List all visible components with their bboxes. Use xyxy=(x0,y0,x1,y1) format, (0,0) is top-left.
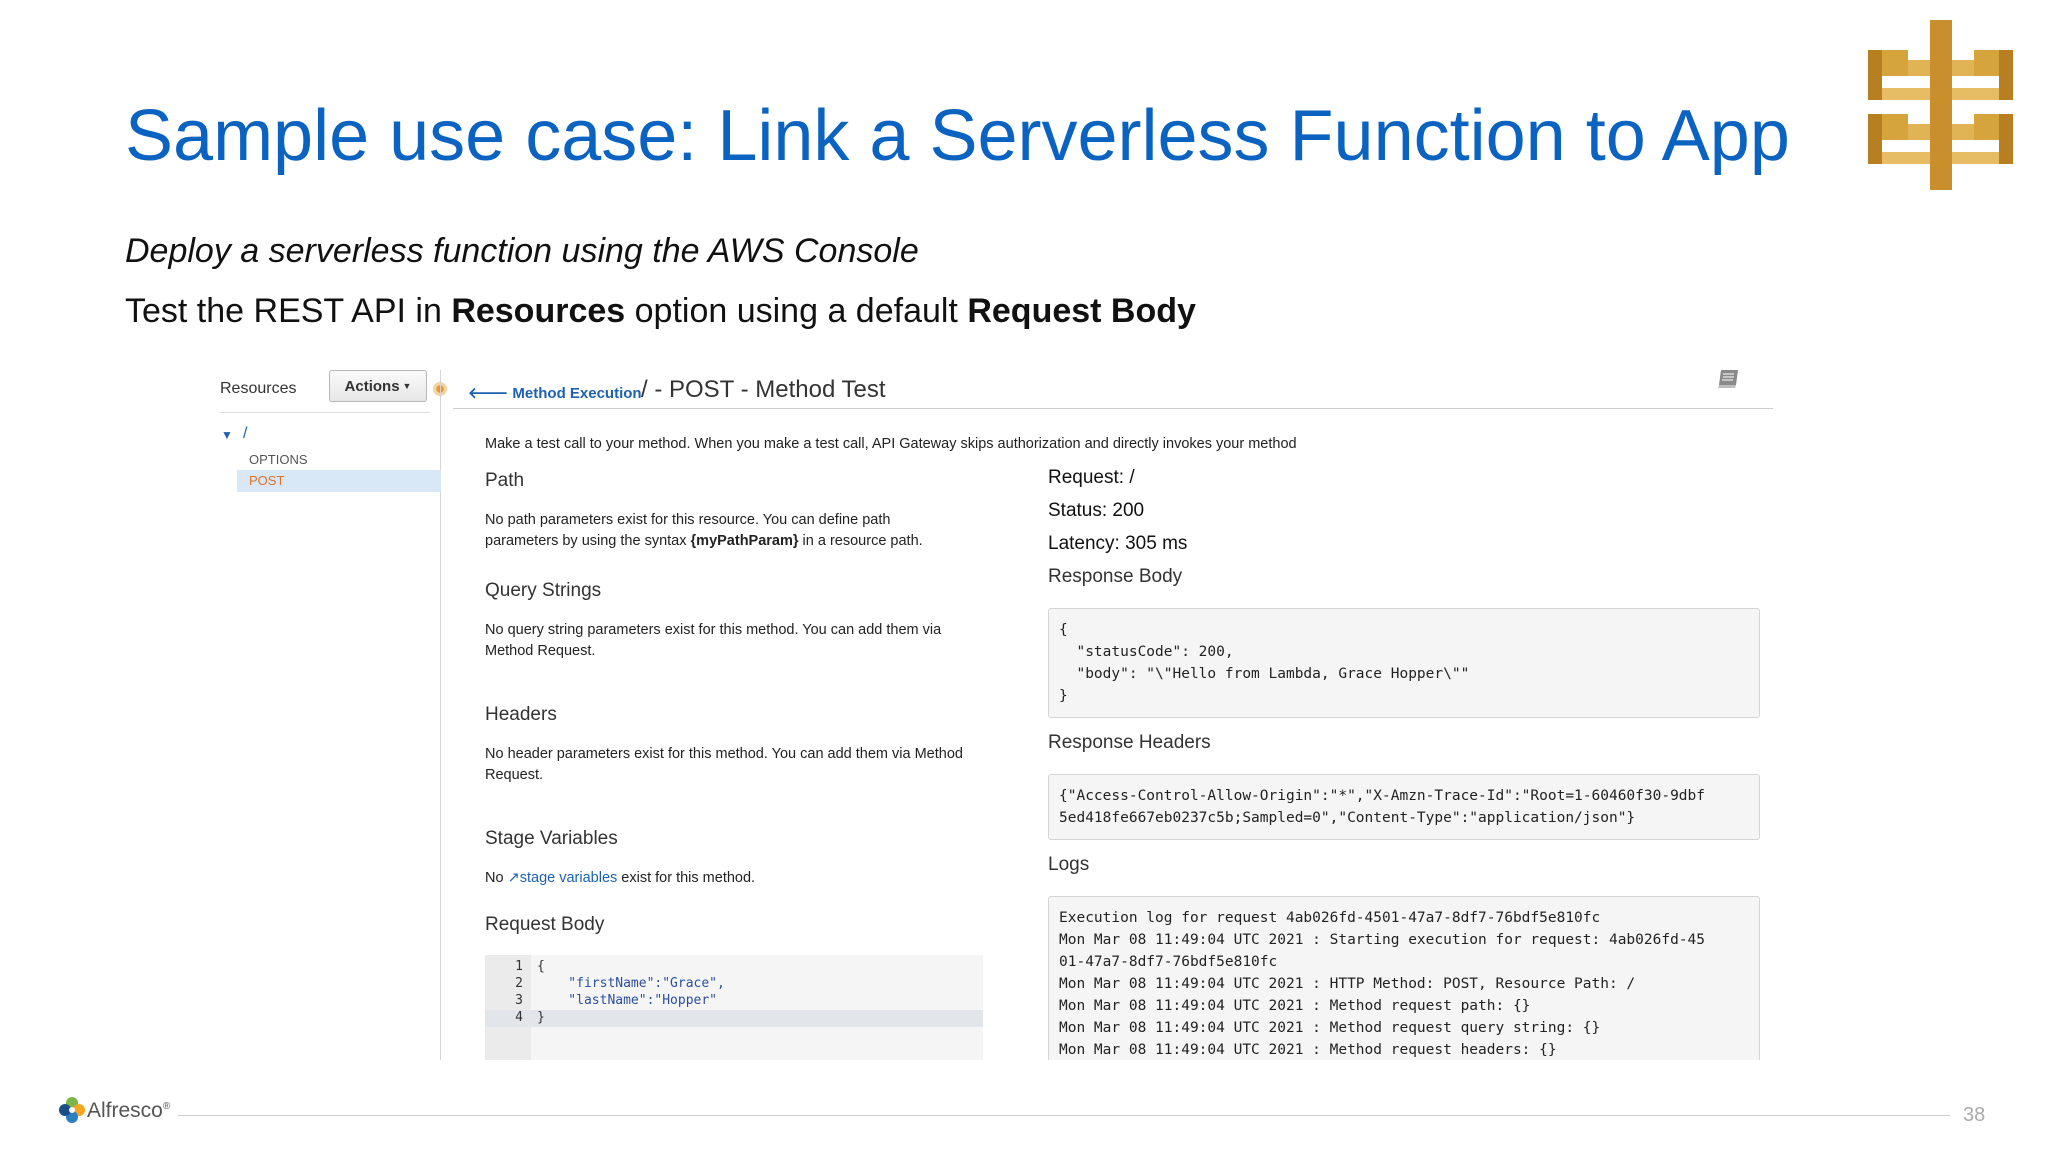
slide-title: Sample use case: Link a Serverless Funct… xyxy=(125,96,1790,176)
logs-heading: Logs xyxy=(1048,854,1090,875)
sidebar-divider xyxy=(220,412,430,413)
result-latency: Latency: 305 ms xyxy=(1048,533,1188,554)
request-body-editor[interactable]: 1{ 2 "firstName":"Grace", 3 "lastName":"… xyxy=(485,955,983,1060)
aws-api-gateway-logo xyxy=(1868,20,2013,190)
stage-variables-link[interactable]: ↗stage variables xyxy=(508,870,618,886)
intro-text: Make a test call to your method. When yo… xyxy=(485,436,1297,452)
line-number: 2 xyxy=(515,976,523,991)
method-test-title: / - POST - Method Test xyxy=(641,376,886,403)
slide-instruction: Test the REST API in Resources option us… xyxy=(125,292,1196,331)
line-code: "lastName":"Hopper" xyxy=(537,993,718,1008)
method-execution-link[interactable]: 🡐 Method Execution xyxy=(468,383,642,402)
headers-description: No header parameters exist for this meth… xyxy=(485,746,963,783)
log-line: Mon Mar 08 11:49:04 UTC 2021 : Starting … xyxy=(1059,932,1706,948)
stage-text-2: exist for this method. xyxy=(617,870,756,886)
header-divider xyxy=(453,408,1773,409)
slide-subtitle: Deploy a serverless function using the A… xyxy=(125,232,919,270)
query-strings-heading: Query Strings xyxy=(485,580,602,601)
stage-variables-description: No ↗stage variables exist for this metho… xyxy=(485,868,755,889)
headers-heading: Headers xyxy=(485,704,557,725)
response-headers-heading: Response Headers xyxy=(1048,732,1211,753)
editor-line: 1{ xyxy=(485,959,983,976)
back-arrow-icon: 🡐 xyxy=(468,385,513,402)
alfresco-logo xyxy=(59,1097,85,1123)
response-body-heading: Response Body xyxy=(1048,566,1183,587)
log-line: Mon Mar 08 11:49:04 UTC 2021 : Method re… xyxy=(1059,1020,1601,1036)
alfresco-brand: Alfresco xyxy=(87,1099,163,1122)
tree-toggle-icon[interactable]: ▼ xyxy=(221,428,233,442)
log-line: Mon Mar 08 11:49:04 UTC 2021 : Method re… xyxy=(1059,998,1531,1014)
path-param-syntax: {myPathParam} xyxy=(690,533,799,549)
external-link-icon: ↗ xyxy=(507,870,520,886)
log-line: 01-47a7-8df7-76bdf5e810fc xyxy=(1059,954,1278,970)
actions-button[interactable]: Actions▼ xyxy=(329,370,427,402)
resources-heading: Resources xyxy=(220,380,297,397)
instruction-bold-2: Request Body xyxy=(967,292,1196,330)
response-headers-line: {"Access-Control-Allow-Origin":"*","X-Am… xyxy=(1059,788,1706,804)
line-number: 3 xyxy=(515,993,523,1008)
editor-line: 3 "lastName":"Hopper" xyxy=(485,993,983,1010)
path-text-1: No path parameters exist for this resour… xyxy=(485,512,891,549)
line-code: "firstName":"Grace", xyxy=(537,976,725,991)
query-strings-description: No query string parameters exist for thi… xyxy=(485,622,942,659)
api-gateway-console: Resources Actions▼ ▼ / OPTIONS POST 🡐 Me… xyxy=(163,340,1783,1060)
editor-gutter xyxy=(485,955,531,1060)
response-body-line: "body": "\"Hello from Lambda, Grace Hopp… xyxy=(1059,666,1470,682)
result-request: Request: / xyxy=(1048,467,1135,488)
request-body-heading: Request Body xyxy=(485,914,605,935)
actions-label: Actions xyxy=(344,377,400,395)
method-execution-label: Method Execution xyxy=(512,385,642,402)
response-headers-line: 5ed418fe667eb0237c5b;Sampled=0","Content… xyxy=(1059,810,1636,826)
tree-item-root[interactable]: / xyxy=(243,425,248,442)
footer-divider xyxy=(178,1115,1950,1116)
page-number: 38 xyxy=(1963,1104,1986,1126)
caret-down-icon: ▼ xyxy=(402,381,412,391)
line-number: 1 xyxy=(515,959,523,974)
line-code: { xyxy=(537,959,545,974)
editor-line-active: 4} xyxy=(485,1010,983,1027)
response-body-box: { "statusCode": 200, "body": "\"Hello fr… xyxy=(1048,608,1760,718)
log-line: Execution log for request 4ab026fd-4501-… xyxy=(1059,910,1601,926)
instruction-text-2: option using a default xyxy=(625,292,968,330)
logs-box[interactable]: Execution log for request 4ab026fd-4501-… xyxy=(1048,896,1760,1060)
stage-variables-heading: Stage Variables xyxy=(485,828,618,849)
response-body-line: } xyxy=(1059,688,1068,704)
response-body-line: "statusCode": 200, xyxy=(1059,644,1234,660)
stage-variables-link-label: stage variables xyxy=(519,870,618,886)
result-status: Status: 200 xyxy=(1048,500,1145,521)
response-body-line: { xyxy=(1059,622,1068,638)
log-line: Mon Mar 08 11:49:04 UTC 2021 : HTTP Meth… xyxy=(1059,976,1636,992)
instruction-text-1: Test the REST API in xyxy=(125,292,452,330)
book-icon[interactable] xyxy=(1716,368,1742,390)
alfresco-wordmark: Alfresco® xyxy=(87,1099,170,1123)
panel-divider xyxy=(440,370,441,1060)
line-code: } xyxy=(537,1010,545,1025)
editor-line: 2 "firstName":"Grace", xyxy=(485,976,983,993)
instruction-bold-1: Resources xyxy=(451,292,626,330)
alfresco-registered-mark: ® xyxy=(162,1101,171,1112)
path-description: No path parameters exist for this resour… xyxy=(485,510,965,552)
response-headers-box: {"Access-Control-Allow-Origin":"*","X-Am… xyxy=(1048,774,1760,840)
stage-text-1: No xyxy=(485,870,508,886)
path-heading: Path xyxy=(485,470,525,491)
tree-item-options[interactable]: OPTIONS xyxy=(249,452,308,467)
path-text-2: in a resource path. xyxy=(798,533,923,549)
line-number: 4 xyxy=(515,1010,523,1025)
tree-item-post[interactable]: POST xyxy=(249,473,285,488)
tree-item-selected-highlight xyxy=(237,470,441,492)
log-line: Mon Mar 08 11:49:04 UTC 2021 : Method re… xyxy=(1059,1042,1557,1058)
